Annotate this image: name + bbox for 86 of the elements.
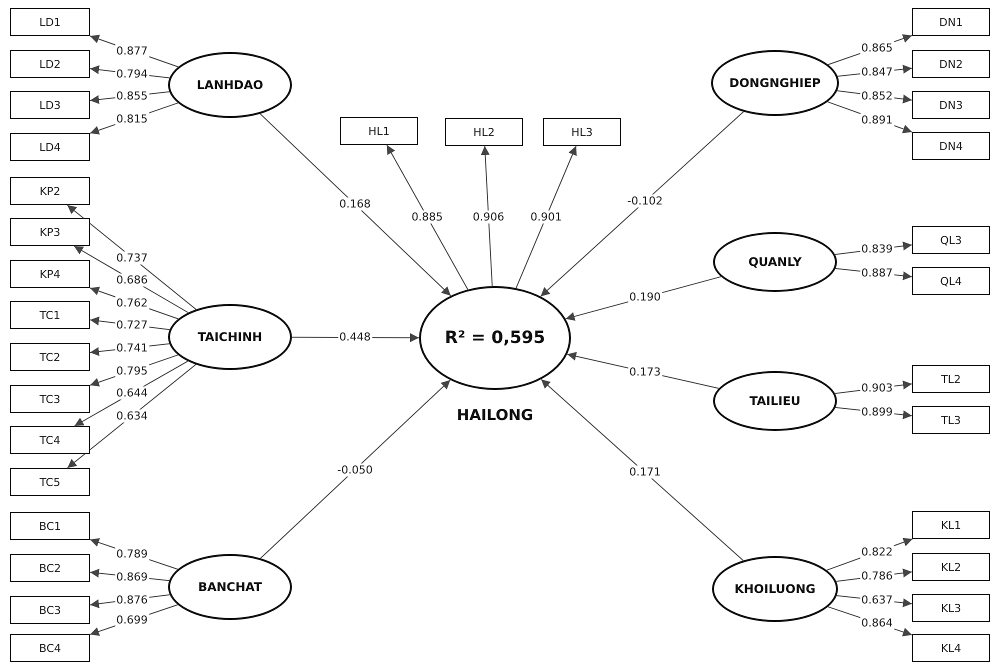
arrow — [516, 146, 577, 289]
edge-label: 0.448 — [338, 330, 372, 344]
arrow — [540, 111, 744, 297]
indicator-box: DN1 — [912, 8, 990, 36]
indicator-box: KL1 — [912, 511, 990, 539]
indicator-box: HL1 — [340, 117, 418, 145]
construct-ellipse: BANCHAT — [168, 554, 292, 620]
edge-label: 0.686 — [115, 273, 149, 286]
indicator-box: TL2 — [912, 365, 990, 393]
indicator-box: KL2 — [912, 553, 990, 581]
edge-label: 0.794 — [115, 67, 149, 80]
arrow — [260, 113, 452, 296]
edge-label: 0.190 — [628, 290, 662, 304]
edge-label: 0.899 — [860, 406, 894, 418]
edge-label: 0.171 — [628, 466, 662, 479]
edge-label: 0.869 — [115, 570, 149, 584]
construct-ellipse: KHOILUONG — [712, 556, 838, 622]
indicator-box: KL3 — [912, 594, 990, 622]
indicator-box: DN3 — [912, 91, 990, 119]
indicator-box: TC2 — [10, 343, 90, 371]
indicator-box: TC5 — [10, 468, 90, 496]
edge-label: 0.903 — [860, 382, 894, 395]
indicator-box: BC2 — [10, 554, 90, 582]
edge-label: 0.865 — [860, 41, 894, 54]
edge-label: 0.876 — [115, 593, 149, 606]
edge-label: 0.885 — [410, 210, 444, 224]
edge-label: 0.786 — [860, 570, 894, 583]
edge-label: 0.727 — [115, 318, 149, 332]
edge-label: 0.901 — [529, 210, 563, 224]
edge-label: 0.839 — [860, 242, 894, 256]
edge-label: 0.173 — [628, 365, 662, 378]
indicator-box: LD2 — [10, 50, 90, 78]
indicator-box: HL2 — [445, 118, 523, 146]
edge-label: 0.847 — [860, 65, 894, 78]
arrow — [386, 144, 468, 290]
indicator-box: TL3 — [912, 406, 990, 434]
edge-label: 0.637 — [860, 594, 894, 606]
indicator-box: DN4 — [912, 132, 990, 160]
construct-ellipse: QUANLY — [713, 232, 837, 292]
edge-label: 0.737 — [115, 251, 149, 264]
edge-label: 0.644 — [115, 386, 149, 400]
edge-label: 0.906 — [472, 210, 506, 224]
edge-label: 0.855 — [115, 89, 149, 102]
indicator-box: QL3 — [912, 226, 990, 254]
edge-label: 0.699 — [115, 614, 149, 627]
indicator-box: QL4 — [912, 267, 990, 295]
arrow — [480, 146, 493, 287]
arrow — [540, 378, 744, 561]
edge-label: -0.050 — [336, 463, 374, 476]
edge-label: 0.891 — [860, 113, 894, 126]
edge-label: 0.168 — [338, 198, 372, 211]
edge-label: 0.634 — [115, 409, 149, 422]
indicator-box: KL4 — [912, 634, 990, 662]
edge-label: 0.864 — [860, 616, 894, 630]
construct-ellipse: LANHDAO — [168, 52, 292, 118]
construct-ellipse: TAICHINH — [168, 304, 292, 370]
edge-label: 0.887 — [860, 266, 894, 280]
indicator-box: BC1 — [10, 512, 90, 540]
indicator-box: TC3 — [10, 385, 90, 413]
indicator-box: KP2 — [10, 177, 90, 205]
indicator-box: BC4 — [10, 634, 90, 662]
indicator-box: LD1 — [10, 8, 90, 36]
indicator-box: KP4 — [10, 260, 90, 288]
edge-label: 0.789 — [115, 547, 149, 560]
indicator-box: TC4 — [10, 426, 90, 454]
indicator-box: DN2 — [912, 50, 990, 78]
edge-label: 0.822 — [860, 545, 894, 558]
construct-ellipse: R² = 0,595 — [419, 286, 571, 390]
construct-ellipse: TAILIEU — [713, 371, 837, 431]
indicator-box: KP3 — [10, 218, 90, 246]
edge-label: 0.877 — [115, 44, 149, 58]
arrow — [66, 364, 196, 468]
indicator-box: LD4 — [10, 133, 90, 161]
arrow — [260, 380, 451, 559]
edge-label: 0.741 — [115, 341, 149, 354]
edge-label: 0.852 — [860, 89, 894, 102]
edge-label: -0.102 — [626, 194, 664, 208]
indicator-box: BC3 — [10, 596, 90, 624]
indicator-box: LD3 — [10, 91, 90, 119]
edge-label: 0.762 — [115, 296, 149, 310]
edge-label: 0.795 — [115, 364, 149, 378]
indicator-box: TC1 — [10, 301, 90, 329]
indicator-box: HL3 — [543, 118, 621, 146]
edge-label: 0.815 — [115, 112, 149, 126]
construct-ellipse: DONGNGHIEP — [711, 50, 839, 116]
construct-label: HAILONG — [456, 406, 534, 424]
